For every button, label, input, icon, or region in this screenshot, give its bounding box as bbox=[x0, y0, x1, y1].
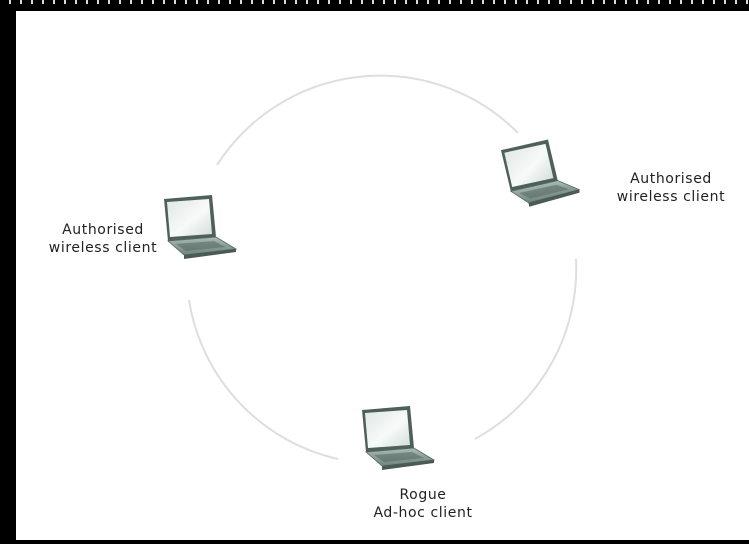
node-label-line1: Authorised bbox=[62, 222, 144, 238]
node-label-bottom: Rogue Ad-hoc client bbox=[348, 486, 498, 522]
node-label-right: Authorised wireless client bbox=[596, 170, 746, 206]
diagram-canvas: Authorised wireless client Authorised wi… bbox=[16, 11, 749, 540]
node-label-line2: Ad-hoc client bbox=[373, 505, 473, 521]
ring-arc-left-right bbox=[216, 74, 519, 166]
node-label-line2: wireless client bbox=[48, 240, 158, 256]
laptop-icon bbox=[361, 405, 435, 471]
node-label-line1: Authorised bbox=[630, 171, 712, 187]
laptop-icon bbox=[499, 135, 582, 211]
node-label-line2: wireless client bbox=[616, 189, 726, 205]
node-label-line1: Rogue bbox=[399, 487, 447, 503]
network-diagram bbox=[163, 74, 582, 471]
ring-arc-right-bottom bbox=[474, 258, 578, 440]
ring-arc-bottom-left bbox=[188, 299, 339, 460]
top-border bbox=[0, 0, 749, 4]
node-label-left: Authorised wireless client bbox=[28, 221, 178, 257]
